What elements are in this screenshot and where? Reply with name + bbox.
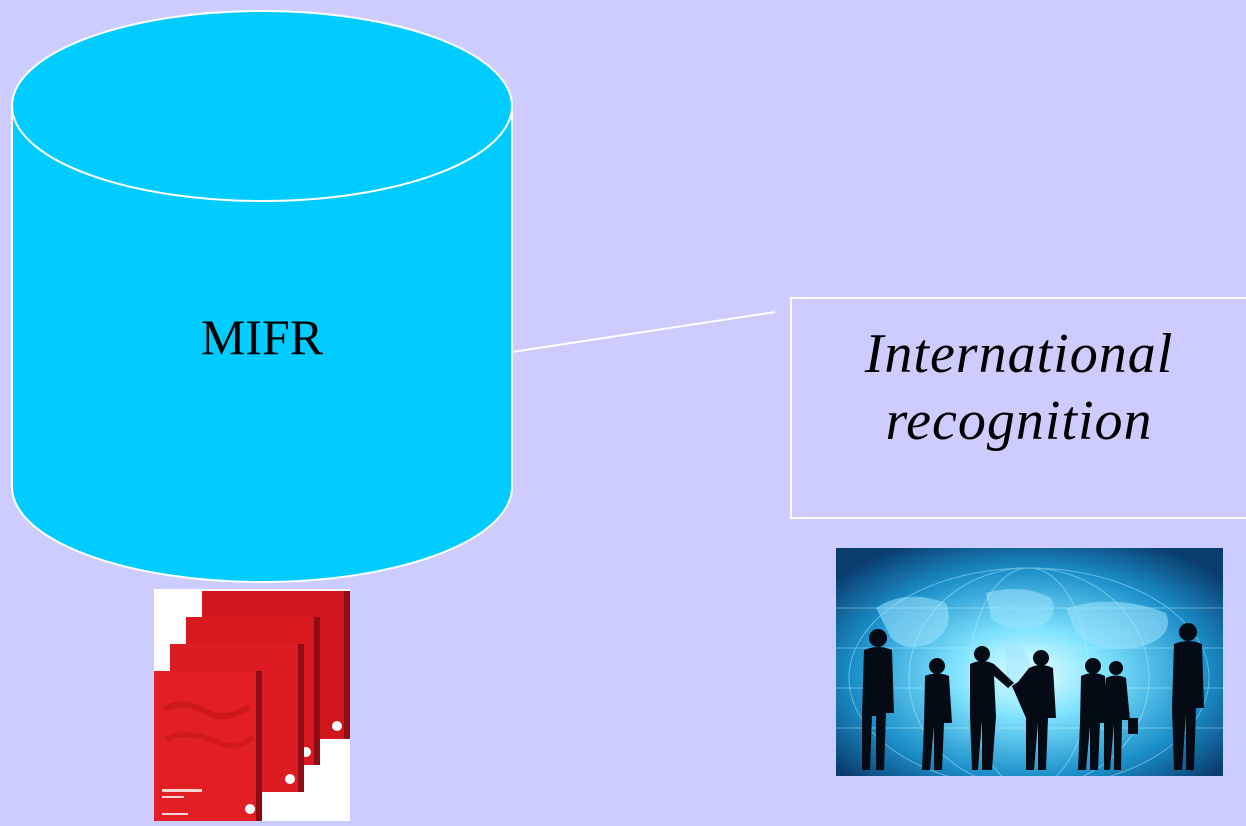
callout-text: International recognition xyxy=(865,321,1174,455)
callout-line-1: International xyxy=(864,323,1174,385)
database-label: MIFR xyxy=(200,309,324,365)
radio-regulations-books-image xyxy=(154,589,350,821)
callout-box: International recognition xyxy=(790,297,1246,519)
books-icon xyxy=(154,589,350,821)
people-icon xyxy=(836,548,1223,789)
database-cylinder-top xyxy=(11,10,513,202)
database-cylinder xyxy=(11,106,513,583)
business-people-world-map-image xyxy=(836,548,1223,789)
callout-line-2: recognition xyxy=(885,390,1153,453)
connector-line xyxy=(511,311,776,353)
